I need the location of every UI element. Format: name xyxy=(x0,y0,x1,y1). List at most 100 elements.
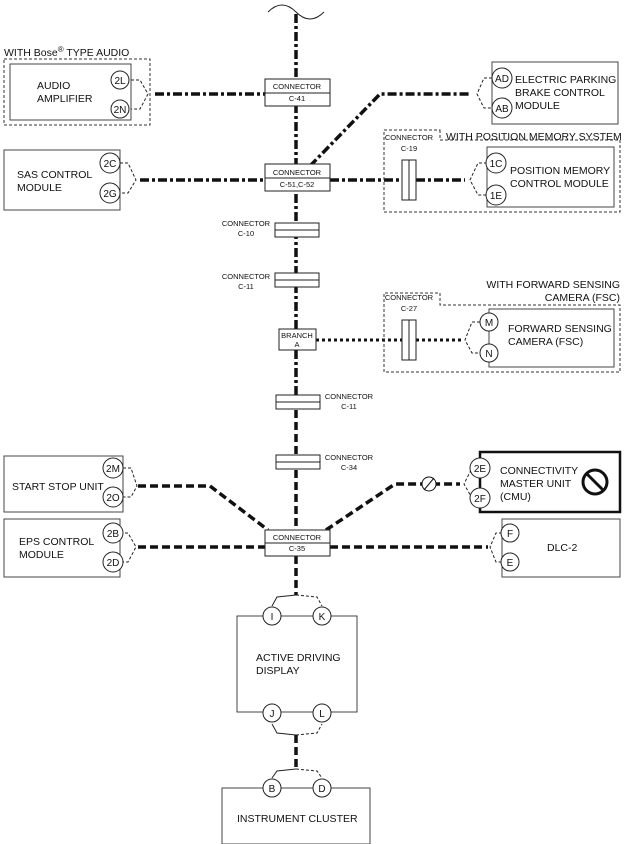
pin-2m: 2M xyxy=(106,464,120,475)
module-dlc2-label: DLC-2 xyxy=(547,542,578,554)
pin-d: D xyxy=(318,784,325,795)
svg-text:C-10: C-10 xyxy=(238,229,254,238)
no-entry-icon xyxy=(581,468,609,496)
module-start-stop-label: START STOP UNIT xyxy=(12,481,104,493)
svg-text:CONNECTOR: CONNECTOR xyxy=(273,168,322,177)
module-fsc: FORWARD SENSING CAMERA (FSC) M N xyxy=(479,308,615,368)
connector-c27: CONNECTOR C-27 xyxy=(385,293,434,361)
svg-text:CONNECTOR: CONNECTOR xyxy=(222,272,271,281)
module-cmu-label-1: CONNECTIVITY xyxy=(500,465,578,477)
svg-text:C-34: C-34 xyxy=(341,463,357,472)
module-eps-label-1: EPS CONTROL xyxy=(19,536,94,548)
pin-1e: 1E xyxy=(490,191,503,202)
group-fsc-frame xyxy=(383,292,621,373)
connector-c51-c52: CONNECTOR C-51,C-52 xyxy=(264,163,331,192)
group-bose-label: WITH Bose® TYPE AUDIO xyxy=(4,45,129,59)
module-sas-label-1: SAS CONTROL xyxy=(17,169,92,181)
pin-lines-epb xyxy=(476,77,492,109)
pin-lines-dlc2 xyxy=(489,532,502,563)
pin-m: M xyxy=(485,318,493,329)
wire-break-symbol xyxy=(267,4,325,20)
pin-2b: 2B xyxy=(107,529,120,540)
svg-text:CONNECTOR: CONNECTOR xyxy=(273,82,322,91)
module-epb-label-1: ELECTRIC PARKING xyxy=(515,74,616,86)
pin-n: N xyxy=(485,349,492,360)
pin-2e: 2E xyxy=(474,464,487,475)
module-instrument-cluster: INSTRUMENT CLUSTER B D xyxy=(221,778,371,844)
group-bose-frame xyxy=(3,58,151,126)
svg-text:C-51,C-52: C-51,C-52 xyxy=(280,180,315,189)
connector-c11-upper: CONNECTOR C-11 xyxy=(222,272,320,291)
module-add-label-2: DISPLAY xyxy=(256,665,300,677)
pin-lines-eps xyxy=(120,532,137,563)
module-audio-amplifier: AUDIO AMPLIFIER 2L 2N xyxy=(9,63,132,121)
svg-text:CONNECTOR: CONNECTOR xyxy=(385,133,434,142)
module-cmu-label-3: (CMU) xyxy=(500,491,531,503)
pin-e: E xyxy=(507,558,514,569)
pin-2o: 2O xyxy=(106,493,120,504)
module-eps-label-2: MODULE xyxy=(19,549,64,561)
module-position-memory: POSITION MEMORY CONTROL MODULE 1C 1E xyxy=(485,146,615,208)
module-start-stop: START STOP UNIT 2M 2O xyxy=(3,455,124,513)
group-fsc-label-2: CAMERA (FSC) xyxy=(545,292,620,304)
module-sas: SAS CONTROL MODULE 2C 2G xyxy=(3,149,121,211)
module-dlc2: DLC-2 F E xyxy=(500,518,621,578)
pin-f: F xyxy=(507,529,513,540)
pin-2n: 2N xyxy=(114,105,127,116)
connector-c10: CONNECTOR C-10 xyxy=(222,219,320,238)
pin-ab: AB xyxy=(495,104,509,115)
pin-lines-position-memory xyxy=(469,162,487,196)
pin-lines-fsc xyxy=(464,321,480,354)
connector-c41: CONNECTOR C-41 xyxy=(264,78,331,107)
svg-text:CONNECTOR: CONNECTOR xyxy=(325,392,374,401)
pin-ad: AD xyxy=(495,74,509,85)
pin-2g: 2G xyxy=(103,189,117,200)
pin-1c: 1C xyxy=(490,159,503,170)
module-epb: ELECTRIC PARKING BRAKE CONTROL MODULE AD… xyxy=(491,61,619,125)
pin-l: L xyxy=(319,709,325,720)
pin-2l: 2L xyxy=(114,76,126,87)
pin-lines-start-stop xyxy=(123,467,138,498)
module-epb-label-3: MODULE xyxy=(515,100,560,112)
module-fsc-label-1: FORWARD SENSING xyxy=(508,323,612,335)
group-position-memory-label: WITH POSITION MEMORY SYSTEM xyxy=(446,131,622,143)
fork-add-top xyxy=(271,594,297,607)
wire-break-icon xyxy=(421,476,437,492)
connector-c34: CONNECTOR C-34 xyxy=(275,453,374,472)
connector-c19: CONNECTOR C-19 xyxy=(385,133,434,201)
connector-c35: CONNECTOR C-35 xyxy=(264,529,331,557)
svg-text:C-35: C-35 xyxy=(289,544,305,553)
svg-text:CONNECTOR: CONNECTOR xyxy=(222,219,271,228)
module-cmu-label-2: MASTER UNIT xyxy=(500,478,572,490)
svg-text:CONNECTOR: CONNECTOR xyxy=(325,453,374,462)
module-position-memory-label-2: CONTROL MODULE xyxy=(510,178,609,190)
svg-text:CONNECTOR: CONNECTOR xyxy=(385,293,434,302)
module-eps: EPS CONTROL MODULE 2B 2D xyxy=(3,518,124,578)
svg-text:C-11: C-11 xyxy=(341,402,357,411)
module-position-memory-label-1: POSITION MEMORY xyxy=(510,165,610,177)
svg-text:C-41: C-41 xyxy=(289,94,305,103)
module-epb-label-2: BRAKE CONTROL xyxy=(515,87,605,99)
branch-a: BRANCH A xyxy=(278,328,317,351)
fork-add-bottom xyxy=(271,723,297,736)
pin-2f: 2F xyxy=(474,494,486,505)
module-instrument-cluster-label: INSTRUMENT CLUSTER xyxy=(237,813,358,825)
module-active-driving-display: ACTIVE DRIVING DISPLAY I K J L xyxy=(236,606,358,723)
svg-text:CONNECTOR: CONNECTOR xyxy=(273,533,322,542)
fork-add-bottom-dash xyxy=(295,723,323,736)
module-fsc-label-2: CAMERA (FSC) xyxy=(508,336,583,348)
pin-2d: 2D xyxy=(107,558,120,569)
fork-add-top-dash xyxy=(295,594,323,607)
svg-text:BRANCH: BRANCH xyxy=(281,331,313,340)
pin-lines-sas xyxy=(120,162,137,194)
module-sas-label-2: MODULE xyxy=(17,182,62,194)
module-add-label-1: ACTIVE DRIVING xyxy=(256,652,341,664)
pin-b: B xyxy=(269,784,276,795)
module-cmu: CONNECTIVITY MASTER UNIT (CMU) 2E 2F xyxy=(469,450,622,514)
fork-cluster-dash xyxy=(295,768,323,779)
pin-i: I xyxy=(271,612,274,623)
svg-text:A: A xyxy=(294,340,299,349)
group-position-memory-frame xyxy=(383,129,621,213)
svg-text:C-27: C-27 xyxy=(401,304,417,313)
svg-text:C-11: C-11 xyxy=(238,282,254,291)
